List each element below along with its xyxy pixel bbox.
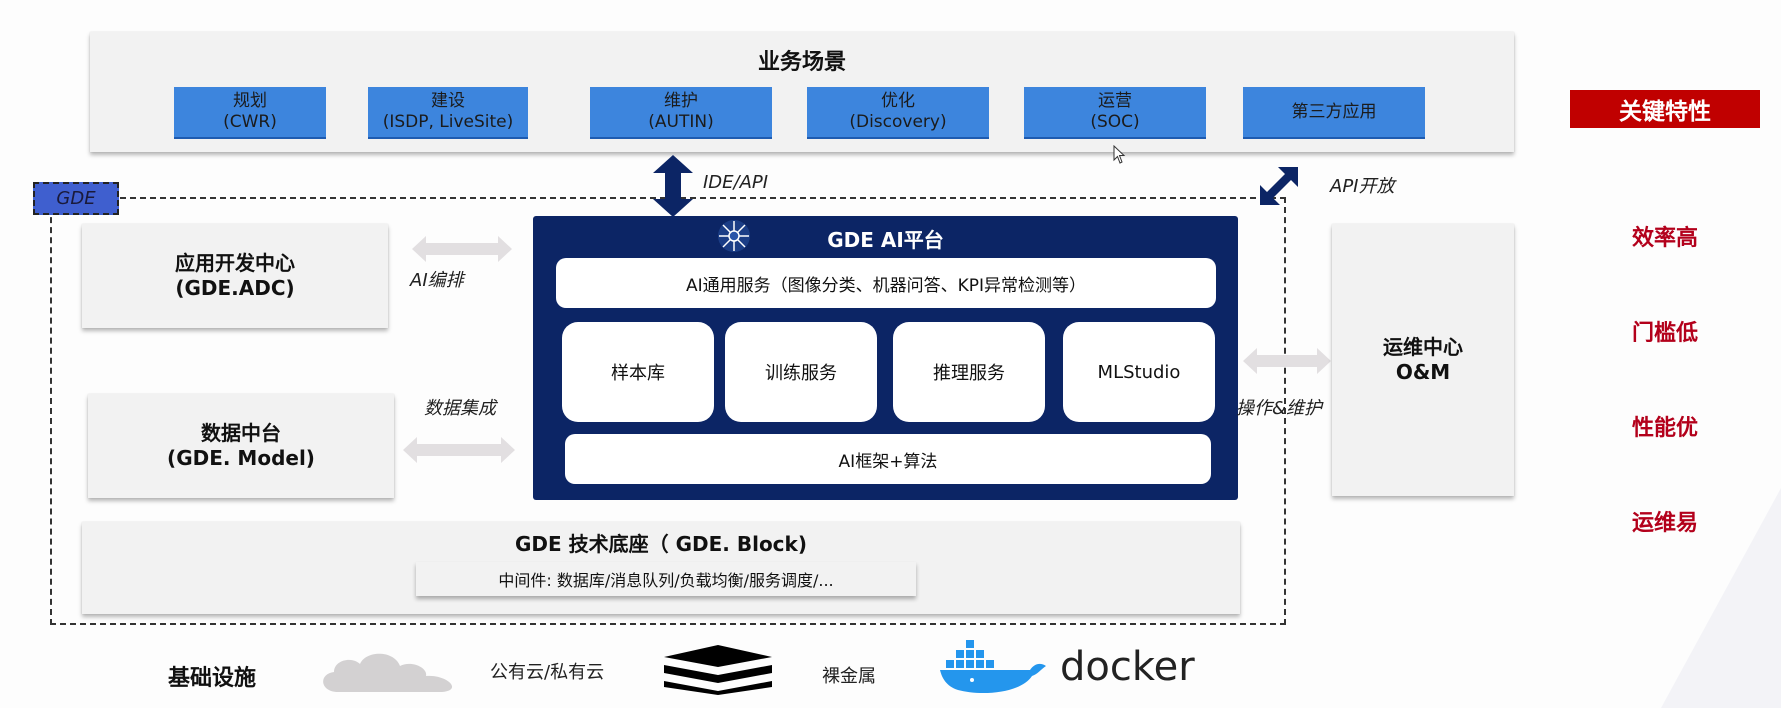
scenario-optimization: 优化 (Discovery) [807,87,989,139]
scenario-system: (Discovery) [849,112,947,132]
cloud-icon [323,653,453,692]
scenario-planning: 规划 (CWR) [174,87,326,139]
scenario-construction: 建设 (ISDP, LiveSite) [368,87,528,139]
scenario-name: 规划 [233,91,267,111]
ai-general-services: AI通用服务（图像分类、机器问答、KPI异常检测等） [556,258,1216,308]
scenario-name: 优化 [881,91,915,111]
ide-api-double-arrow-icon [653,155,693,217]
ai-orchestration-arrow-icon [412,236,512,262]
business-scenarios-title: 业务场景 [757,50,846,75]
adc-code: (GDE.ADC) [175,276,295,300]
scenario-system: (ISDP, LiveSite) [382,112,514,132]
module-inference-service: 推理服务 [893,322,1045,422]
om-title: 运维中心 [1383,335,1463,359]
cloud-label: 公有云/私有云 [490,662,605,683]
mouse-cursor-icon [1113,145,1126,164]
scenario-name: 建设 [431,91,465,111]
app-dev-center-box: 应用开发中心 (GDE.ADC) [82,224,388,328]
model-title: 数据中台 [201,421,281,445]
docker-label: docker [1060,644,1195,690]
key-feature-item: 门槛低 [1631,321,1698,346]
ai-framework-algorithms: AI框架+算法 [565,434,1211,484]
ai-network-logo-icon [718,220,750,252]
decorative-corner-shape [1661,488,1781,708]
scenario-third-party: 第三方应用 [1243,87,1425,139]
ops-maintenance-label: 操作&维护 [1236,398,1323,419]
om-center-box: 运维中心 O&M [1332,224,1514,496]
bare-metal-label: 裸金属 [822,666,876,687]
middleware-box: 中间件: 数据库/消息队列/负载均衡/服务调度/... [416,562,916,596]
scenario-maintenance: 维护 (AUTIN) [590,87,772,139]
tech-base-box: GDE 技术底座（ GDE. Block) 中间件: 数据库/消息队列/负载均衡… [82,522,1240,614]
key-feature-item: 效率高 [1631,226,1698,251]
data-platform-box: 数据中台 (GDE. Model) [88,394,394,498]
ai-platform-panel: GDE AI平台 AI通用服务（图像分类、机器问答、KPI异常检测等） 样本库 … [533,216,1238,500]
layers-icon [664,645,772,695]
api-open-label: API开放 [1330,176,1395,197]
ai-orchestration-label: AI编排 [410,270,464,291]
tech-base-title: GDE 技术底座（ GDE. Block) [515,532,807,556]
scenario-system: (CWR) [223,112,277,132]
om-code: O&M [1395,360,1451,384]
ai-platform-title: GDE AI平台 [827,228,944,252]
scenario-operations: 运营 (SOC) [1024,87,1206,139]
key-feature-item: 性能优 [1631,416,1698,441]
module-training-service: 训练服务 [725,322,877,422]
docker-whale-icon [940,640,1046,694]
module-mlstudio: MLStudio [1063,322,1215,422]
scenario-name: 第三方应用 [1291,101,1377,122]
scenario-name: 维护 [664,91,698,111]
key-features-header: 关键特性 [1570,90,1760,128]
infrastructure-label: 基础设施 [168,666,257,691]
ide-api-label: IDE/API [703,172,769,193]
scenario-system: (SOC) [1090,112,1140,132]
key-feature-item: 运维易 [1631,511,1698,536]
model-code: (GDE. Model) [167,446,315,470]
business-scenarios-panel: 业务场景 规划 (CWR) 建设 (ISDP, LiveSite) 维护 (AU… [90,32,1514,152]
module-sample-library: 样本库 [562,322,714,422]
ops-maintenance-arrow-icon [1243,348,1331,374]
data-integration-label: 数据集成 [424,398,496,419]
scenario-system: (AUTIN) [648,112,714,132]
scenario-name: 运营 [1098,91,1132,111]
adc-title: 应用开发中心 [175,251,295,275]
data-integration-arrow-icon [403,437,515,463]
gde-tag: GDE [33,182,119,215]
api-open-diagonal-arrow-icon [1260,167,1298,205]
